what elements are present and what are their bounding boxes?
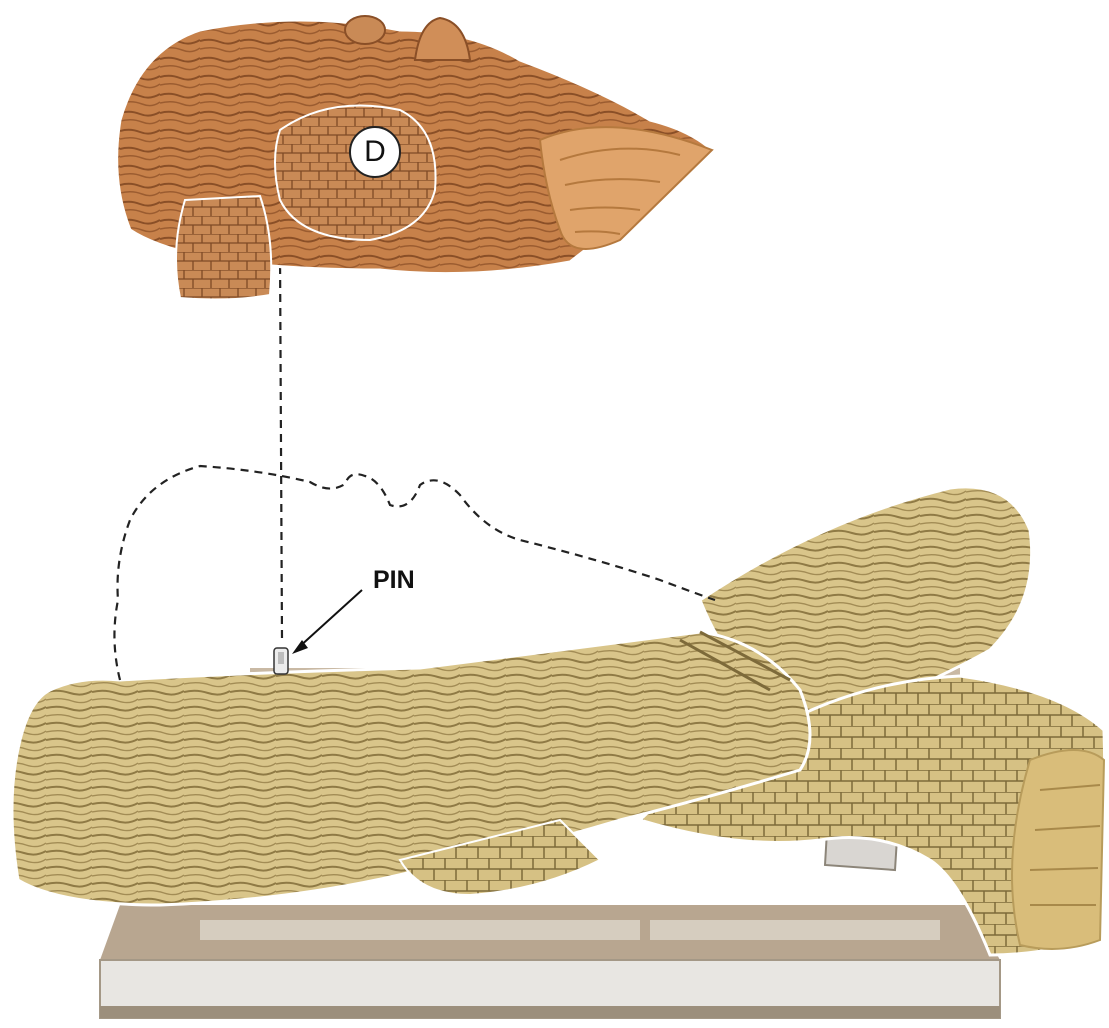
top-log — [117, 16, 712, 299]
burner-slot — [200, 920, 640, 940]
pin-icon — [274, 648, 288, 674]
top-log-nub-right — [415, 18, 470, 60]
grate-bottom-edge — [100, 1006, 1000, 1018]
log-letter-label: D — [349, 126, 401, 178]
connection-line — [280, 252, 282, 640]
pin-label: PIN — [373, 566, 415, 595]
arrow-icon — [292, 590, 362, 654]
top-log-nub-left — [345, 16, 385, 44]
burner-slot-right — [650, 920, 940, 940]
end-log-face — [1012, 750, 1104, 949]
top-log-stub — [176, 196, 271, 299]
top-log-end-face — [540, 127, 712, 249]
top-log-knot-area — [275, 106, 436, 241]
